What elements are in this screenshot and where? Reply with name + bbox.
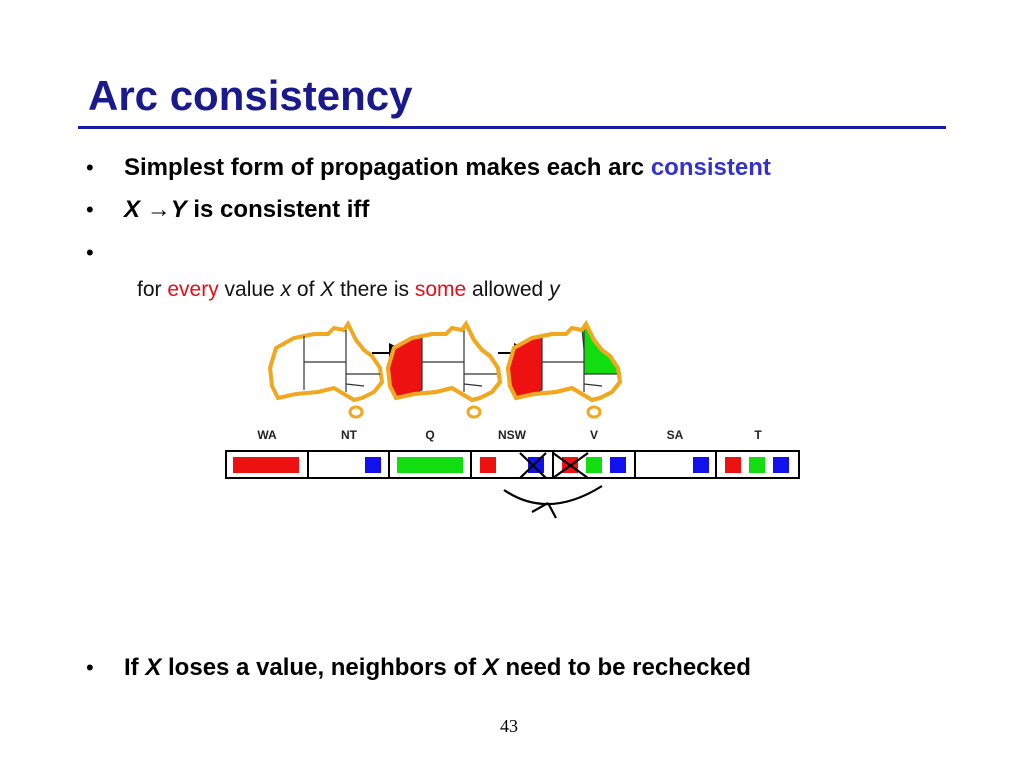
page-number: 43 bbox=[500, 716, 518, 736]
label-t: T bbox=[754, 428, 762, 442]
v-value-blue bbox=[610, 457, 626, 473]
def-text: value bbox=[218, 278, 281, 301]
bullet-dot: • bbox=[86, 197, 94, 222]
def-text: of bbox=[291, 278, 321, 301]
slide-title: Arc consistency bbox=[88, 72, 413, 119]
def-text: allowed bbox=[466, 278, 550, 301]
bullet-4-mid: loses a value, neighbors of bbox=[161, 654, 483, 681]
arrow-icon: → bbox=[146, 196, 171, 223]
cross-v-red bbox=[552, 452, 589, 479]
nt-value-blue bbox=[365, 457, 381, 473]
def-some: some bbox=[414, 278, 467, 301]
bullet-4: • If X loses a value, neighbors of X need… bbox=[86, 653, 751, 683]
sa-value-blue bbox=[693, 457, 709, 473]
v-value-green bbox=[586, 457, 602, 473]
nsw-value-red bbox=[480, 457, 496, 473]
def-y: y bbox=[549, 278, 560, 301]
label-nt: NT bbox=[341, 428, 358, 442]
australia-map-2 bbox=[386, 322, 502, 419]
bullet-4-x2: X bbox=[482, 654, 499, 681]
wa-value-red bbox=[233, 457, 299, 473]
label-q: Q bbox=[425, 428, 434, 442]
def-text: for bbox=[137, 278, 168, 301]
bullet-2: • X →Y is consistent iff bbox=[86, 195, 369, 225]
bullet-dot: • bbox=[86, 155, 94, 180]
domain-labels: WA NT Q NSW V SA T bbox=[257, 428, 762, 442]
domain-strip bbox=[225, 450, 800, 479]
bullet-dot: • bbox=[86, 655, 94, 680]
def-X: X bbox=[320, 278, 335, 301]
label-wa: WA bbox=[257, 428, 277, 442]
arc-symbol bbox=[503, 485, 603, 519]
def-every: every bbox=[167, 278, 219, 301]
def-text: there is bbox=[334, 278, 415, 301]
bullet-4-x1: X bbox=[145, 654, 162, 681]
label-v: V bbox=[590, 428, 598, 442]
australia-map-1 bbox=[268, 322, 384, 419]
title-underline bbox=[78, 126, 946, 129]
t-value-green bbox=[749, 457, 765, 473]
label-nsw: NSW bbox=[498, 428, 527, 442]
cross-nsw-blue bbox=[519, 452, 547, 479]
t-value-blue bbox=[773, 457, 789, 473]
australia-map-3 bbox=[506, 322, 622, 419]
crossed-values bbox=[519, 452, 589, 479]
bullet-2-rest: is consistent iff bbox=[186, 196, 370, 223]
bullet-4-prefix: If bbox=[124, 654, 146, 681]
bullet-2-x: X bbox=[124, 196, 141, 223]
bullet-2-y: Y bbox=[170, 196, 187, 223]
bullet-dot: • bbox=[86, 240, 94, 265]
nsw-value-blue bbox=[528, 457, 544, 473]
label-sa: SA bbox=[667, 428, 684, 442]
q-value-green bbox=[397, 457, 463, 473]
bullet-1-text: Simplest form of propagation makes each … bbox=[124, 154, 651, 181]
bullet-1-accent: consistent bbox=[650, 154, 771, 181]
def-x: x bbox=[280, 278, 292, 301]
bullet-1: • Simplest form of propagation makes each… bbox=[86, 153, 771, 183]
bullet-3: • bbox=[86, 238, 124, 268]
bullet-4-rest: need to be rechecked bbox=[498, 654, 751, 681]
definition-line: for every value x of X there is some all… bbox=[137, 276, 560, 304]
t-value-red bbox=[725, 457, 741, 473]
